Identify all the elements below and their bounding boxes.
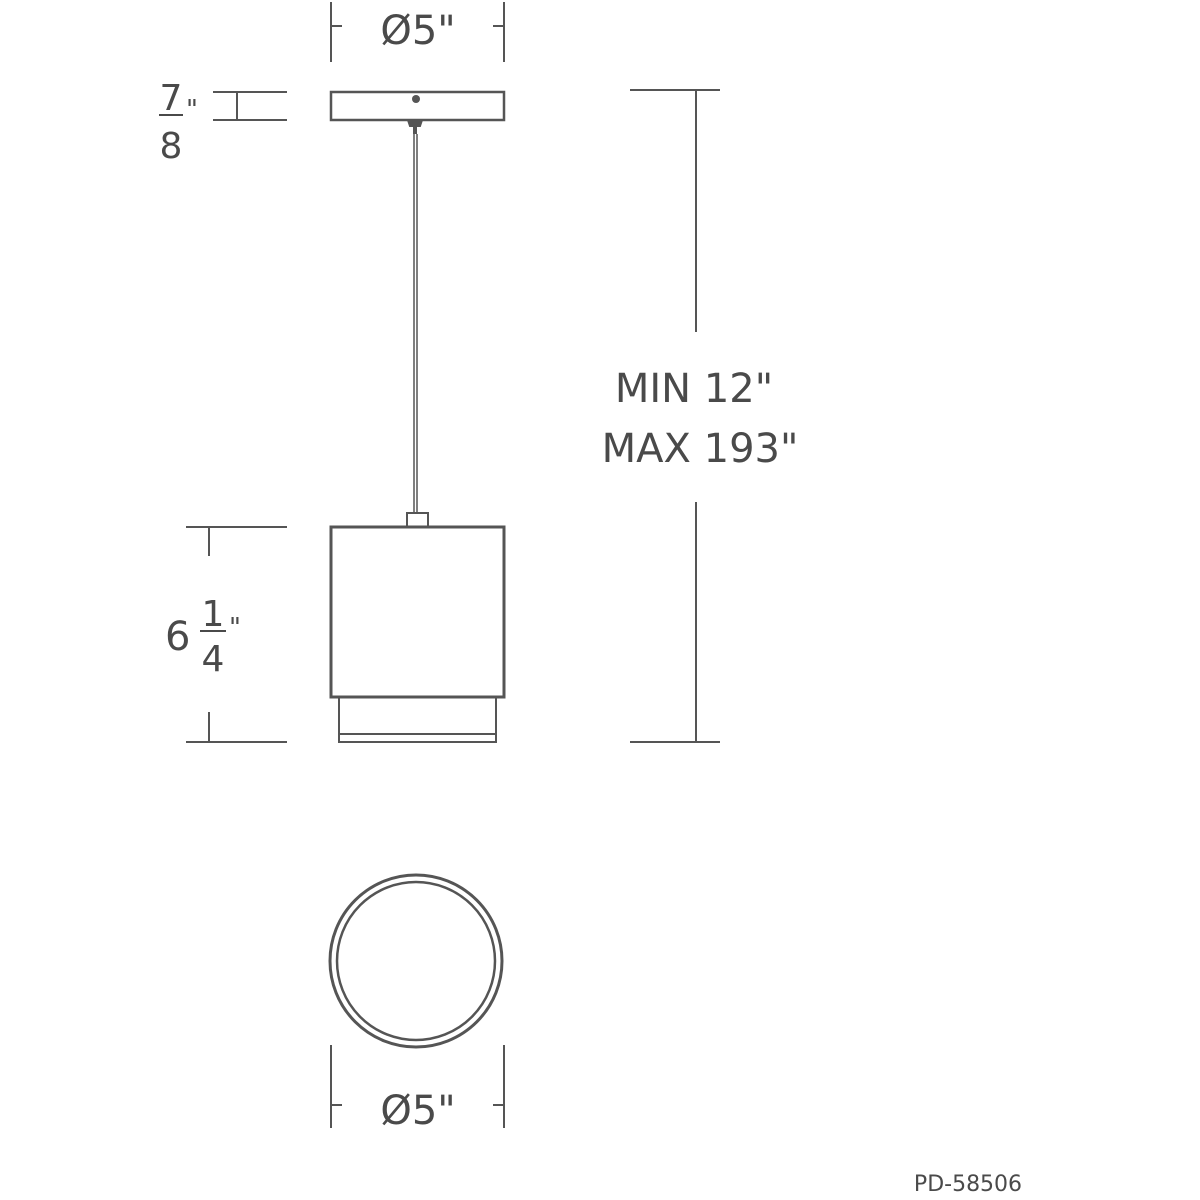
max-length-label: MAX 193" [602, 426, 799, 472]
bottom-diameter-label: Ø5" [380, 1088, 455, 1134]
overall-length-dimension-lines [630, 89, 720, 743]
canopy-diameter-dimension-lines [330, 2, 505, 62]
canopy-height-numerator: 7 [160, 78, 183, 119]
suspension-cable [413, 134, 418, 513]
canopy-height-dimension-lines [213, 91, 287, 121]
canopy-diameter-label: Ø5" [380, 8, 455, 54]
pendant-shade [329, 512, 506, 743]
shade-height-unit: " [229, 613, 241, 643]
shade-height-dimension-lines [186, 526, 287, 743]
shade-height-denominator: 4 [202, 639, 225, 680]
canopy-screw-icon [412, 95, 420, 103]
bottom-diameter-dimension-lines [330, 1045, 505, 1128]
canopy [329, 90, 506, 134]
bottom-view [328, 873, 504, 1049]
shade-height-whole: 6 [165, 614, 190, 660]
canopy-height-denominator: 8 [160, 126, 183, 167]
part-number: PD-58506 [914, 1172, 1022, 1197]
canopy-height-unit: " [186, 95, 198, 125]
min-length-label: MIN 12" [615, 366, 773, 412]
shade-height-numerator: 1 [202, 594, 225, 635]
